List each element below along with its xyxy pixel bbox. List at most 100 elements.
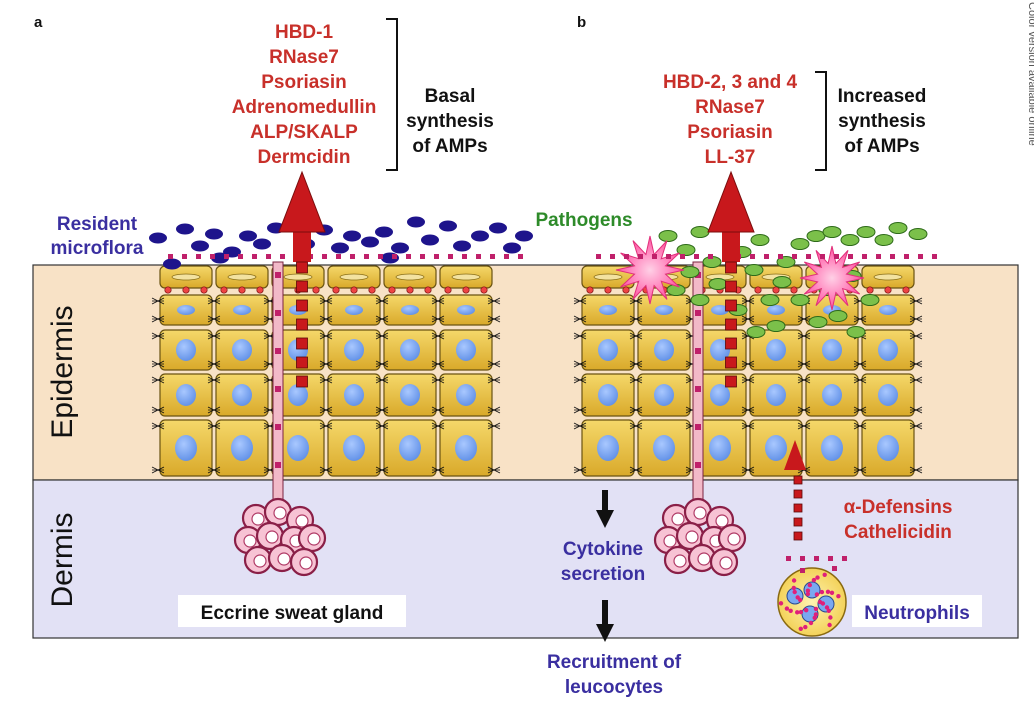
amp-dot xyxy=(680,254,685,259)
defensins-label: α-Defensins Cathelicidin xyxy=(844,497,953,543)
pathogen xyxy=(846,326,866,338)
recruitment-arrow xyxy=(596,600,614,642)
bracket-label-line: Basal xyxy=(425,86,476,107)
color-version-note: Color version available online xyxy=(1026,2,1034,146)
amp-dot xyxy=(750,254,755,259)
microbe xyxy=(453,240,471,252)
amp-dot xyxy=(406,254,411,259)
surface-amp-dots-a xyxy=(168,254,523,259)
amp-dot xyxy=(378,254,383,259)
amp-release-arrow-a xyxy=(278,170,326,388)
pathogen xyxy=(676,244,696,256)
defensin-arrow xyxy=(784,440,806,541)
cytokine-arrow xyxy=(596,490,614,528)
amp-dot xyxy=(596,254,601,259)
amp-dot xyxy=(792,254,797,259)
pathogen xyxy=(828,310,848,322)
defensins-label-line: α-Defensins xyxy=(844,497,953,518)
microbe xyxy=(191,240,209,252)
epidermis-cells-a xyxy=(151,265,501,477)
microbe xyxy=(375,226,393,238)
microbe xyxy=(176,223,194,235)
pathogens-label: Pathogens xyxy=(535,210,632,231)
amp-dot xyxy=(350,254,355,259)
pathogen xyxy=(760,294,780,306)
amp-dot xyxy=(834,254,839,259)
bracket-b xyxy=(815,71,827,171)
microbe xyxy=(205,228,223,240)
microbe xyxy=(239,230,257,242)
epidermis-label: Epidermis xyxy=(46,305,79,438)
amp-dot xyxy=(420,254,425,259)
amp-dot xyxy=(820,254,825,259)
pathogen xyxy=(772,276,792,288)
gland-label-box xyxy=(178,595,406,627)
amp-dot xyxy=(196,254,201,259)
amp-item: RNase7 xyxy=(695,97,765,118)
amp-dot xyxy=(266,254,271,259)
pathogen xyxy=(860,294,880,306)
amp-dot xyxy=(638,254,643,259)
amp-item: Dermcidin xyxy=(258,147,351,168)
microbe xyxy=(391,242,409,254)
microbe xyxy=(331,242,349,254)
sweat-gland-b xyxy=(653,261,747,577)
amp-item: HBD-2, 3 and 4 xyxy=(663,72,798,93)
amp-dot xyxy=(182,254,187,259)
recruitment-label: Recruitment of leucocytes xyxy=(547,652,682,698)
recruitment-label-line: Recruitment of xyxy=(547,652,682,673)
amp-item: Psoriasin xyxy=(261,72,347,93)
pathogen xyxy=(744,264,764,276)
pathogen xyxy=(856,226,876,238)
gland-label: Eccrine sweat gland xyxy=(201,603,384,624)
amp-dot xyxy=(610,254,615,259)
microbe xyxy=(361,236,379,248)
bracket-label-line: synthesis xyxy=(406,111,494,132)
cytokine-label-line: Cytokine xyxy=(563,539,643,560)
amp-dot xyxy=(708,254,713,259)
amp-dot xyxy=(890,254,895,259)
amp-item: ALP/SKALP xyxy=(250,122,358,143)
amp-dot xyxy=(694,254,699,259)
amp-dot xyxy=(434,254,439,259)
microbe xyxy=(503,242,521,254)
pathogen xyxy=(808,316,828,328)
bracket-label-a: Basal synthesis of AMPs xyxy=(406,86,494,157)
neutrophils-label: Neutrophils xyxy=(864,603,970,624)
pathogen xyxy=(806,230,826,242)
pathogen xyxy=(690,226,710,238)
pathogen xyxy=(690,294,710,306)
amp-dot xyxy=(322,254,327,259)
pathogen xyxy=(746,326,766,338)
amp-dot xyxy=(806,254,811,259)
damage-burst xyxy=(799,245,865,311)
pathogen xyxy=(750,234,770,246)
amp-dot xyxy=(392,254,397,259)
microflora-label: Resident microflora xyxy=(51,214,144,259)
microbe xyxy=(407,216,425,228)
microbe xyxy=(439,220,457,232)
microbe xyxy=(421,234,439,246)
amp-dot xyxy=(224,254,229,259)
bracket-label-b: Increased synthesis of AMPs xyxy=(838,86,927,157)
microbe xyxy=(489,222,507,234)
amp-dot xyxy=(462,254,467,259)
pathogen xyxy=(776,256,796,268)
bracket-label-line: of AMPs xyxy=(844,136,919,157)
amp-dot xyxy=(666,254,671,259)
amp-dot xyxy=(876,254,881,259)
panel-a-letter: a xyxy=(34,14,43,31)
pathogens-cluster xyxy=(615,222,928,338)
cytokine-label-line: secretion xyxy=(561,564,645,585)
amp-dot xyxy=(932,254,937,259)
pathogen xyxy=(908,228,928,240)
amp-dot xyxy=(624,254,629,259)
amp-dot xyxy=(652,254,657,259)
amp-dot xyxy=(504,254,509,259)
pathogen xyxy=(874,234,894,246)
sweat-gland-a xyxy=(233,261,327,577)
microbe xyxy=(471,230,489,242)
amp-dot xyxy=(336,254,341,259)
cytokine-label: Cytokine secretion xyxy=(561,539,645,585)
